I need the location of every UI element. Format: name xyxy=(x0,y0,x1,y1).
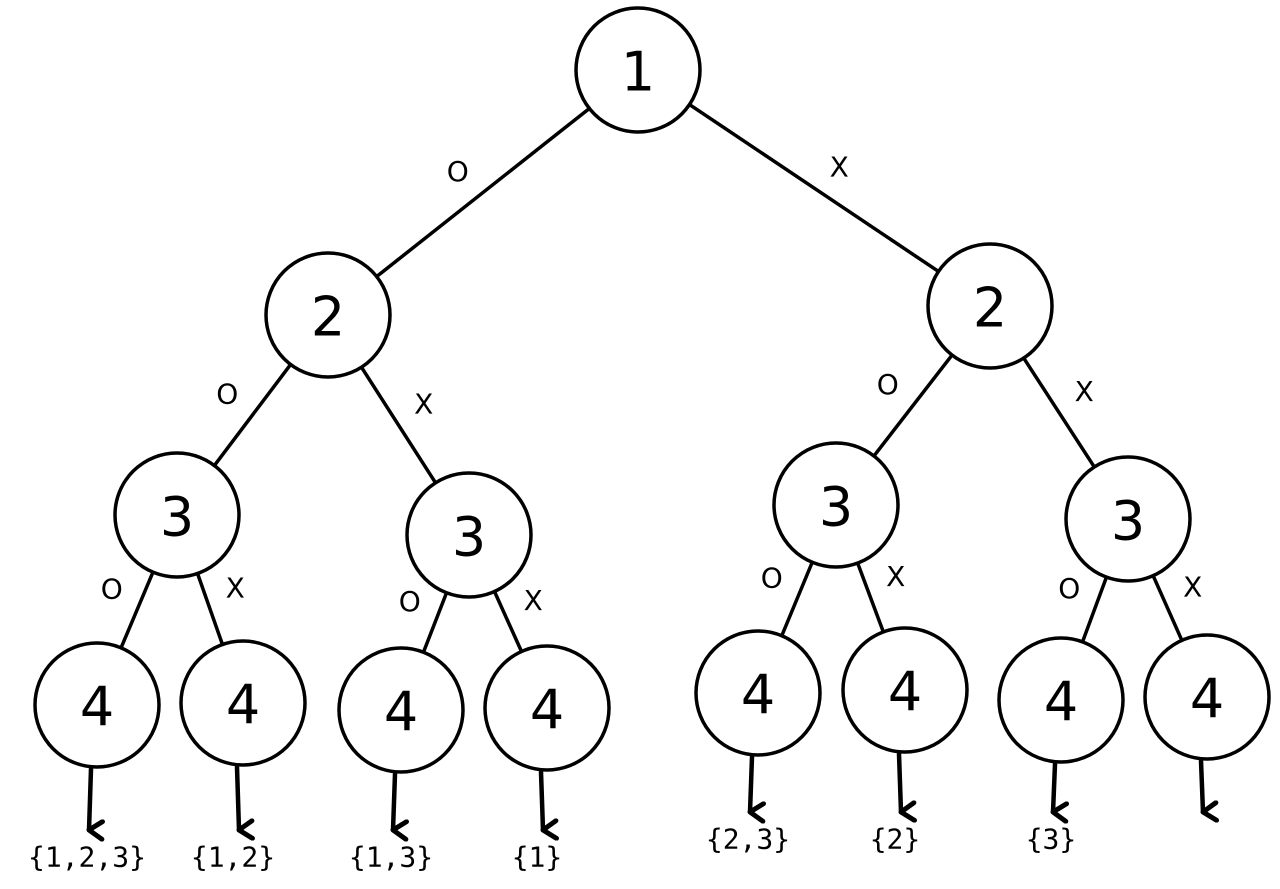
node-circle xyxy=(179,639,307,767)
node-label: 4 xyxy=(1190,668,1224,731)
tree-node-n4e: 4 xyxy=(694,629,822,757)
node-circle xyxy=(997,636,1125,764)
leaf-result-label: {1} xyxy=(512,841,563,874)
tree-edge-n2b-n3c xyxy=(872,353,954,458)
leaf-result-label: {3} xyxy=(1026,823,1077,856)
node-label: 4 xyxy=(1044,671,1078,734)
node-label: 4 xyxy=(384,681,418,744)
nodes-layer: 1 2 2 3 3 3 3 4 4 4 4 4 4 4 4 xyxy=(33,6,1271,774)
node-circle xyxy=(841,626,969,754)
node-label: 3 xyxy=(452,506,486,569)
node-circle xyxy=(264,251,392,379)
leaf-arrow-n4c xyxy=(393,771,395,830)
tree-node-n4c: 4 xyxy=(337,646,465,774)
edge-label-o: O xyxy=(399,585,421,618)
tree-node-n2b: 2 xyxy=(926,242,1054,370)
tree-node-n4b: 4 xyxy=(179,639,307,767)
edge-label-o: O xyxy=(101,573,123,606)
tree-edge-n3a-n4b xyxy=(195,571,225,647)
tree-node-n3b: 3 xyxy=(405,471,533,599)
leaf-arrow-n4f xyxy=(896,751,901,812)
tree-edge-n3c-n4f xyxy=(855,561,886,634)
edge-label-x: X xyxy=(886,560,905,593)
node-circle xyxy=(1143,633,1271,761)
node-label: 4 xyxy=(80,676,114,739)
tree-node-n1: 1 xyxy=(574,6,702,134)
edge-label-x: X xyxy=(524,584,543,617)
tree-node-n4f: 4 xyxy=(841,626,969,754)
leaf-result-label: {1,2} xyxy=(191,841,275,874)
leaf-arrows-layer xyxy=(89,751,1203,830)
tree-edge-n3b-n4c xyxy=(421,591,449,654)
tree-edge-n3d-n4h xyxy=(1151,573,1184,643)
leaf-arrow-n4g xyxy=(1053,761,1055,812)
tree-edge-n3b-n4d xyxy=(492,589,524,654)
edge-label-o: O xyxy=(447,155,469,188)
node-label: 2 xyxy=(973,277,1007,340)
edge-labels-layer: O X O X O X O X O X O X O X xyxy=(101,151,1203,619)
leaf-result-label: {2,3} xyxy=(706,823,790,856)
node-circle xyxy=(337,646,465,774)
edge-label-x: X xyxy=(414,388,433,421)
edge-label-x: X xyxy=(1075,375,1094,408)
node-circle xyxy=(1064,455,1192,583)
tree-edge-n1-n2a xyxy=(374,106,592,279)
leaf-arrow-n4d xyxy=(538,769,543,830)
node-label: 3 xyxy=(819,476,853,539)
edge-label-o: O xyxy=(1058,572,1080,605)
edge-label-x: X xyxy=(1183,571,1202,604)
edges-layer xyxy=(119,102,1184,654)
leaf-result-label: {2} xyxy=(870,823,921,856)
tree-edge-n3c-n4e xyxy=(780,560,814,638)
leaf-arrow-n4e xyxy=(750,754,752,812)
leaf-arrow-n4b xyxy=(234,764,239,830)
edge-label-o: O xyxy=(216,378,238,411)
edge-label-o: O xyxy=(877,368,899,401)
tree-node-n4a: 4 xyxy=(33,641,161,769)
leaf-result-label: {1,2,3} xyxy=(28,841,146,874)
tree-edge-n2a-n3a xyxy=(212,362,293,468)
node-label: 4 xyxy=(741,664,775,727)
tree-node-n3a: 3 xyxy=(113,451,241,579)
node-label: 1 xyxy=(621,41,655,104)
node-circle xyxy=(33,641,161,769)
tree-edge-n2b-n3d xyxy=(1021,356,1097,469)
node-circle xyxy=(113,451,241,579)
node-label: 3 xyxy=(160,486,194,549)
tree-edge-n3a-n4a xyxy=(119,570,155,650)
node-label: 3 xyxy=(1111,490,1145,553)
tree-node-n4g: 4 xyxy=(997,636,1125,764)
edge-label-o: O xyxy=(761,562,783,595)
node-label: 4 xyxy=(888,661,922,724)
leaf-result-label: {1,3} xyxy=(349,841,433,874)
node-circle xyxy=(772,441,900,569)
tree-node-n3d: 3 xyxy=(1064,455,1192,583)
tree-node-n4h: 4 xyxy=(1143,633,1271,761)
node-circle xyxy=(926,242,1054,370)
tree-node-n4d: 4 xyxy=(483,644,611,772)
node-circle xyxy=(405,471,533,599)
leaf-labels-layer: {1,2,3} {1,2} {1,3} {1} {2,3} {2} {3} xyxy=(28,823,1076,874)
tree-edge-n1-n2b xyxy=(687,102,941,274)
tree-node-n2a: 2 xyxy=(264,251,392,379)
leaf-arrow-n4a xyxy=(89,766,91,830)
tree-node-n3c: 3 xyxy=(772,441,900,569)
edge-label-x: X xyxy=(226,572,245,605)
node-label: 2 xyxy=(311,286,345,349)
node-circle xyxy=(694,629,822,757)
node-label: 4 xyxy=(226,674,260,737)
leaf-arrow-n4h xyxy=(1198,758,1203,812)
edge-label-x: X xyxy=(830,151,849,184)
node-circle xyxy=(574,6,702,134)
tree-edge-n3d-n4g xyxy=(1080,575,1109,644)
node-label: 4 xyxy=(530,679,564,742)
node-circle xyxy=(483,644,611,772)
tree-edge-n2a-n3b xyxy=(359,365,438,485)
